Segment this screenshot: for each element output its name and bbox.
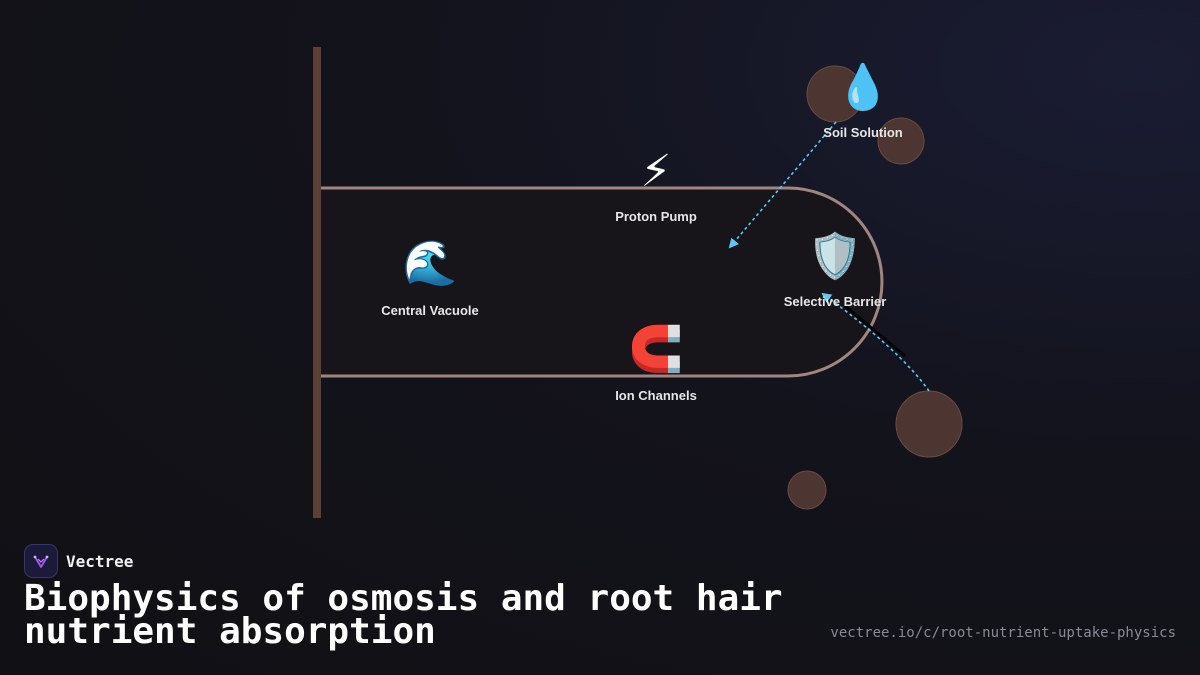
shield-icon: 🛡️	[807, 231, 863, 282]
proton-pump-label: Proton Pump	[615, 209, 697, 224]
ion-channels-label: Ion Channels	[615, 388, 697, 403]
page-title: Biophysics of osmosis and root hair nutr…	[24, 578, 783, 652]
brand: Vectree	[24, 544, 133, 578]
soil-particle	[787, 470, 827, 510]
wave-icon: 🌊	[402, 238, 458, 289]
selective-barrier-label: Selective Barrier	[783, 294, 887, 309]
root-hair-membrane	[316, 186, 884, 378]
ion-flow-arrow	[821, 292, 930, 392]
ion-shadow-line	[844, 304, 906, 358]
lightning-icon: ⚡	[640, 146, 672, 197]
central-vacuole-label: Central Vacuole	[381, 303, 479, 318]
soil-solution-label: Soil Solution	[823, 125, 903, 140]
course-url[interactable]: vectree.io/c/root-nutrient-uptake-physic…	[830, 625, 1176, 641]
magnet-icon: 🧲	[628, 324, 684, 375]
soil-particle	[895, 390, 963, 458]
brand-name: Vectree	[66, 551, 134, 571]
vectree-logo-icon	[24, 544, 58, 578]
cell-wall-overlay	[313, 186, 321, 378]
droplet-icon: 💧	[835, 62, 891, 113]
soil-particle	[877, 117, 925, 165]
